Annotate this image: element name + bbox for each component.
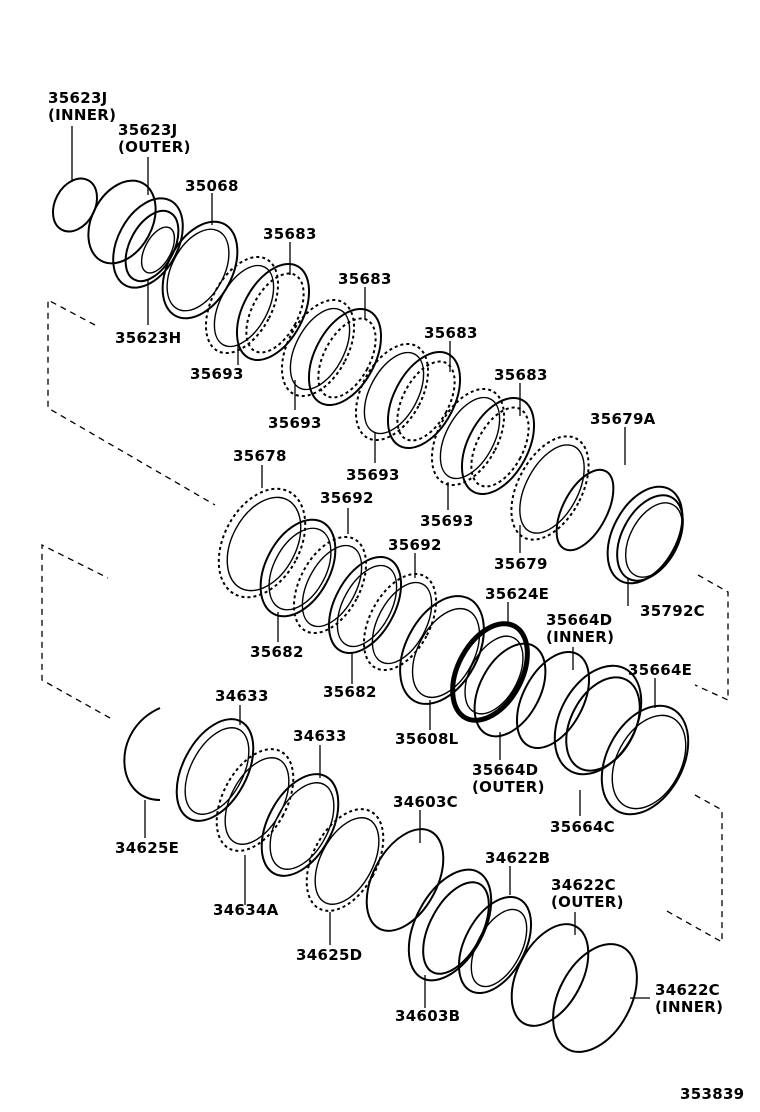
part-label-35692-b[interactable]: 35692 <box>388 536 442 554</box>
part-label-34622B[interactable]: 34622B <box>485 849 551 867</box>
assembly-outline-right-lower <box>664 794 723 944</box>
part-label-35623J-inner[interactable]: 35623J (INNER) <box>48 89 117 124</box>
part-label-35693-a[interactable]: 35693 <box>190 365 244 383</box>
part-label-35664C[interactable]: 35664C <box>550 818 615 836</box>
leader-lines <box>71 126 656 1008</box>
o-ring-35664D-outer <box>473 642 547 738</box>
assembly-outline-upper <box>47 298 216 506</box>
clutch-plate-35693-d <box>430 387 506 487</box>
clutch-disc-34625D <box>305 808 385 912</box>
part-label-35682-b[interactable]: 35682 <box>323 683 377 701</box>
clutch-disc-35683-d <box>460 396 536 496</box>
assembly-outline-lower <box>41 543 111 719</box>
piston-34603B <box>407 868 493 982</box>
clutch-disc-35683-b <box>307 307 383 407</box>
part-label-35693-d[interactable]: 35693 <box>420 512 474 530</box>
part-label-35693-b[interactable]: 35693 <box>268 414 322 432</box>
clutch-disc-34634A <box>215 748 295 852</box>
spring-34603C <box>365 828 445 932</box>
clutch-disc-35683-a <box>235 262 311 362</box>
clutch-plate-34633-b <box>260 773 340 877</box>
clutch-drum-35664C <box>553 664 643 776</box>
clutch-plate-35693-b <box>280 298 356 398</box>
part-label-35068[interactable]: 35068 <box>185 177 239 195</box>
part-label-35682-a[interactable]: 35682 <box>250 643 304 661</box>
part-label-35664E[interactable]: 35664E <box>628 661 693 679</box>
flange-35679 <box>510 435 590 541</box>
part-label-35664D-outer[interactable]: 35664D (OUTER) <box>472 761 545 796</box>
clutch-plate-35693-a <box>204 255 280 355</box>
part-label-35608L[interactable]: 35608L <box>395 730 459 748</box>
part-label-35683-a[interactable]: 35683 <box>263 225 317 243</box>
part-label-35792C[interactable]: 35792C <box>640 602 705 620</box>
part-label-35679[interactable]: 35679 <box>494 555 548 573</box>
part-label-34625D[interactable]: 34625D <box>296 946 363 964</box>
clutch-plate-34633-a <box>175 718 255 822</box>
one-way-clutch-35792C <box>606 485 684 585</box>
assembly-outline-right-upper <box>694 574 729 702</box>
part-label-35683-d[interactable]: 35683 <box>494 366 548 384</box>
flange-35678 <box>217 487 307 599</box>
snap-ring-35664E <box>600 704 690 816</box>
o-ring-35664D-inner <box>515 650 591 750</box>
part-label-34622C-inner[interactable]: 34622C (INNER) <box>655 981 724 1016</box>
part-label-35683-c[interactable]: 35683 <box>424 324 478 342</box>
clutch-plate-35682-b <box>327 555 403 655</box>
clutch-disc-35683-c <box>386 350 462 450</box>
part-label-34622C-outer[interactable]: 34622C (OUTER) <box>551 876 624 911</box>
part-label-34633-a[interactable]: 34633 <box>215 687 269 705</box>
o-ring-34622C-inner <box>552 943 638 1053</box>
piston-35608L <box>399 595 485 705</box>
part-label-34625E[interactable]: 34625E <box>115 839 180 857</box>
clutch-disc-35692-b <box>362 572 438 672</box>
part-label-34633-b[interactable]: 34633 <box>293 727 347 745</box>
o-ring-34622C-outer <box>510 923 590 1027</box>
part-label-35623J-outer[interactable]: 35623J (OUTER) <box>118 121 191 156</box>
part-label-35623H[interactable]: 35623H <box>115 329 182 347</box>
snap-ring-35623J-outer <box>87 179 157 265</box>
part-label-35679A[interactable]: 35679A <box>590 410 656 428</box>
clutch-plate-35682-a <box>259 518 337 618</box>
part-label-34603C[interactable]: 34603C <box>393 793 458 811</box>
part-label-35683-b[interactable]: 35683 <box>338 270 392 288</box>
part-label-35678[interactable]: 35678 <box>233 447 287 465</box>
part-label-35692-a[interactable]: 35692 <box>320 489 374 507</box>
clutch-plate-35693-c <box>354 342 430 442</box>
clutch-disc-35692-a <box>292 535 368 635</box>
part-label-35664D-inner[interactable]: 35664D (INNER) <box>546 611 615 646</box>
snap-ring-34625E <box>123 707 161 801</box>
seal-35624E <box>450 621 530 723</box>
diagram-id: 353839 <box>680 1085 745 1103</box>
part-label-35624E[interactable]: 35624E <box>485 585 550 603</box>
part-label-34603B[interactable]: 34603B <box>395 1007 461 1025</box>
part-label-35693-c[interactable]: 35693 <box>346 466 400 484</box>
part-label-34634A[interactable]: 34634A <box>213 901 279 919</box>
snap-ring-35679A <box>555 468 615 552</box>
